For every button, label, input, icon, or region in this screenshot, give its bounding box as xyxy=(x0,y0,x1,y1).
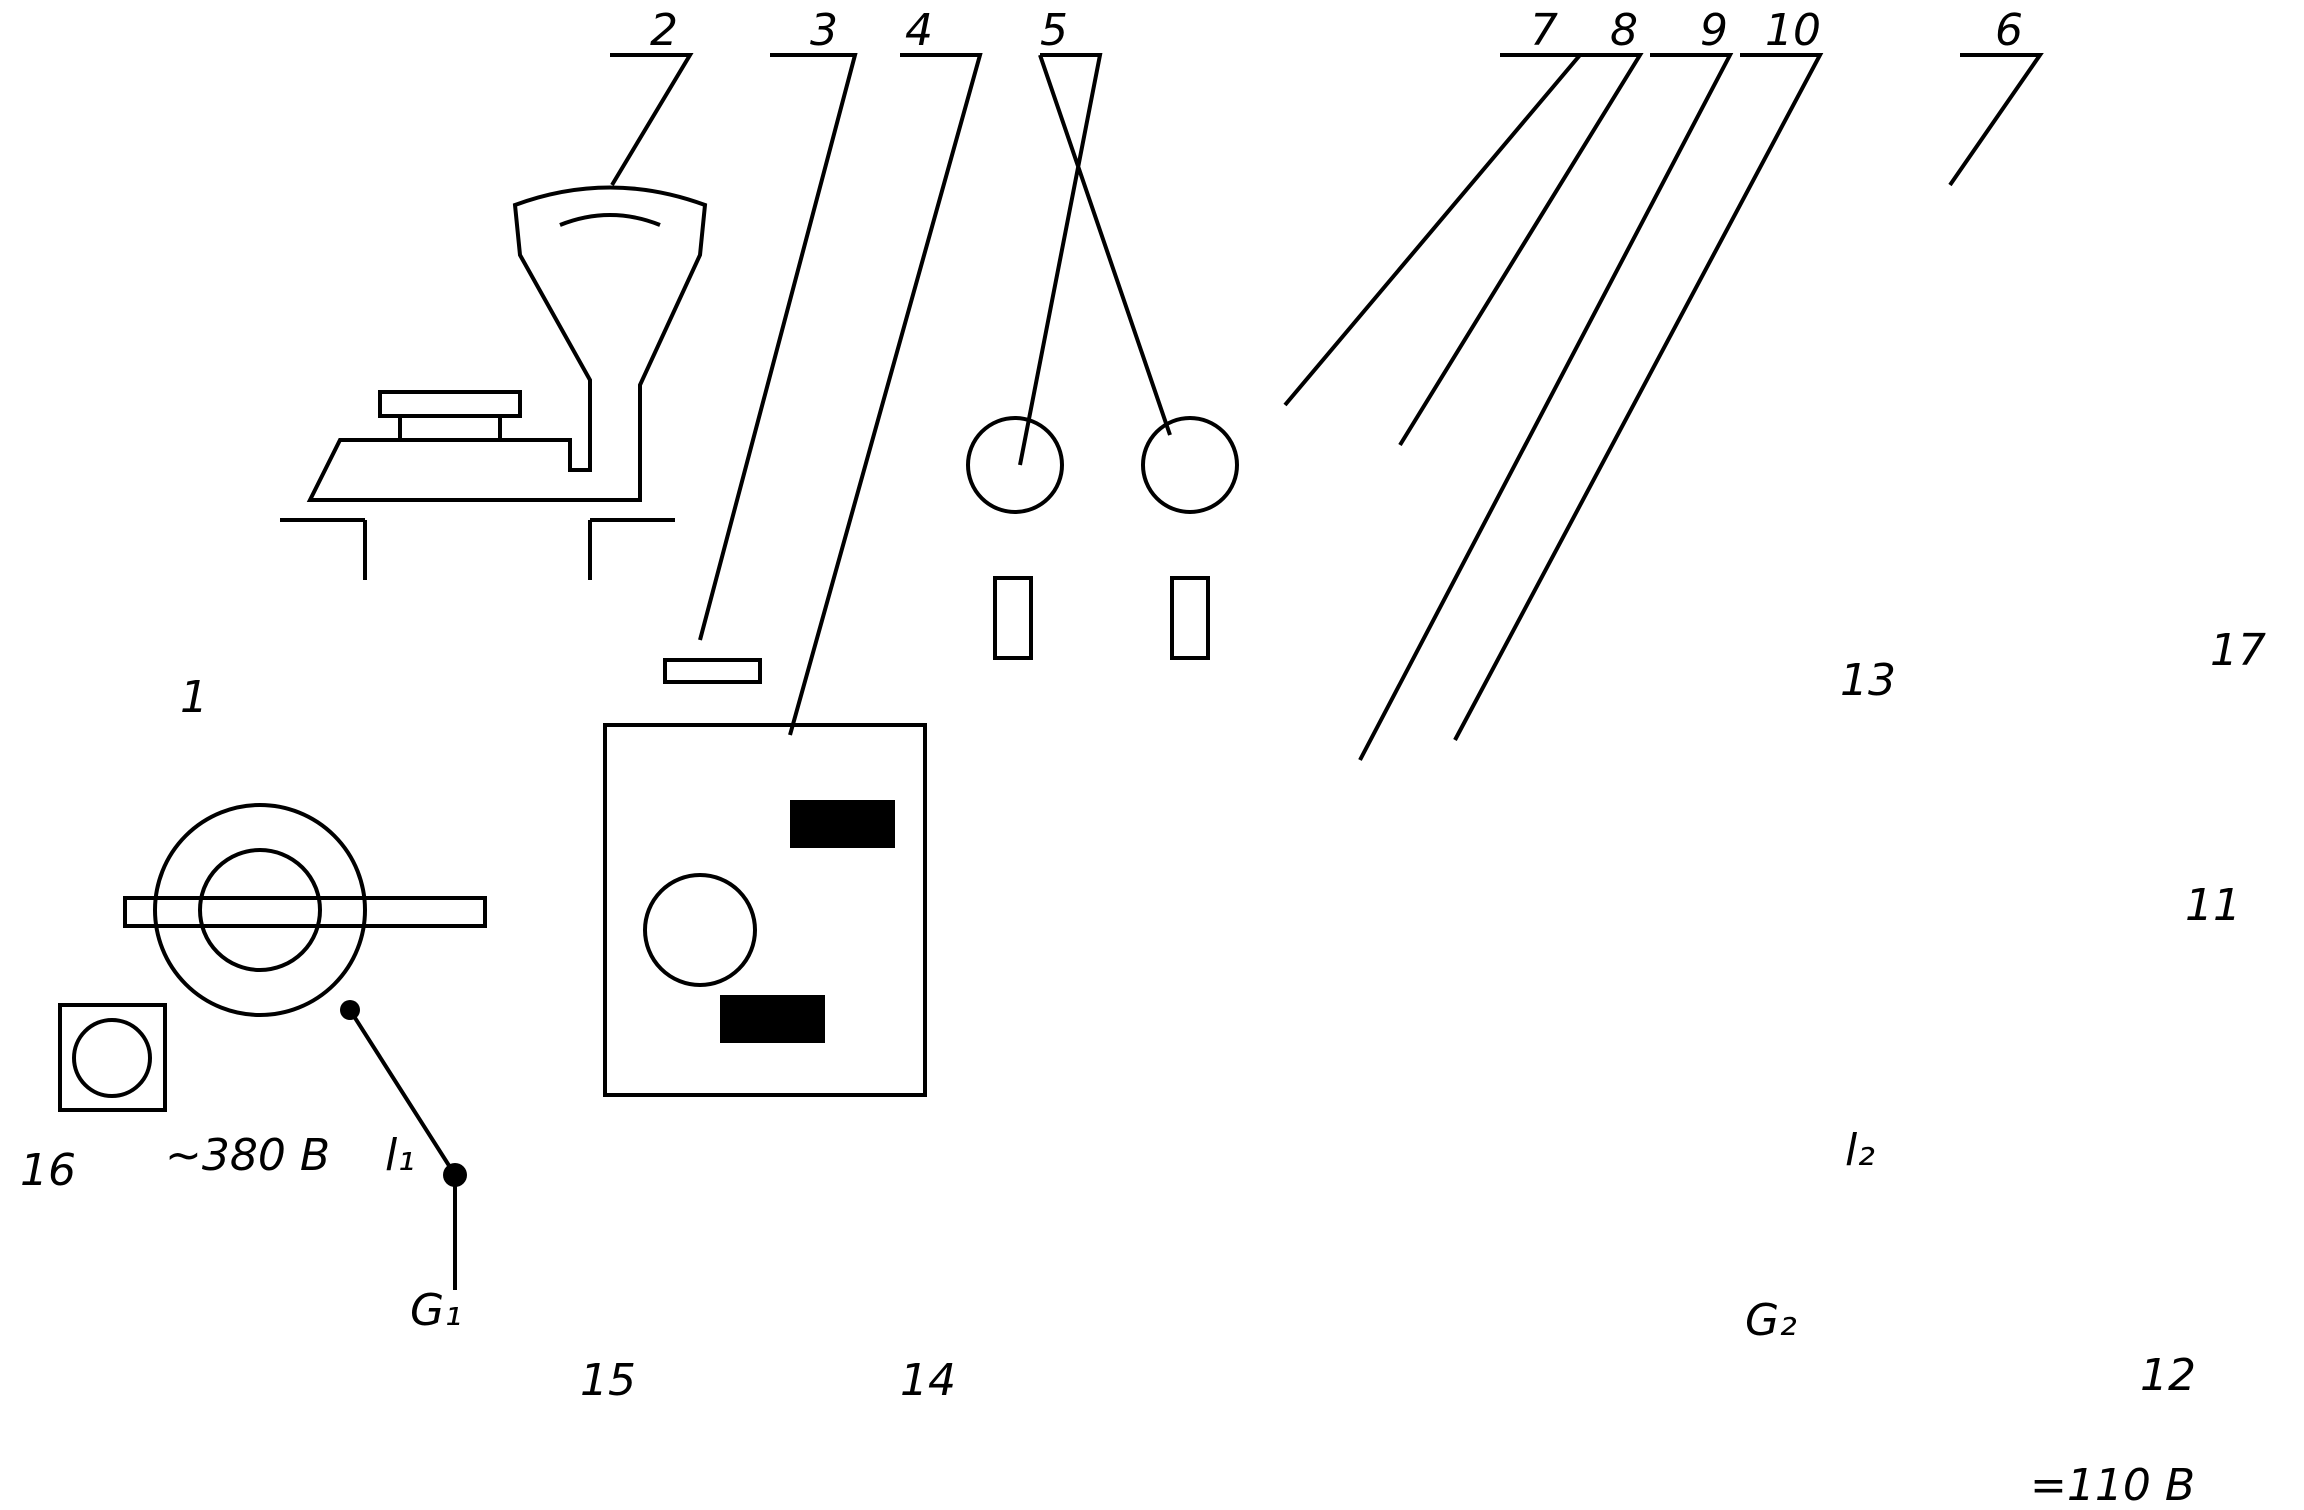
load-g2: G₂ xyxy=(1745,1295,1797,1346)
callout-16: 16 xyxy=(20,1145,76,1196)
callout-17: 17 xyxy=(2210,625,2266,676)
supply-110v: =110 В xyxy=(2030,1460,2195,1510)
motor-1 xyxy=(58,803,487,1290)
arm-l2: l₂ xyxy=(1845,1125,1875,1176)
callout-13: 13 xyxy=(1840,655,1896,706)
labels: 2 3 4 5 7 8 9 10 6 1 16 ~380 В G₁ l₁ 15 … xyxy=(20,5,2266,1510)
callout-9: 9 xyxy=(1700,5,1728,56)
callout-10: 10 xyxy=(1765,5,1821,56)
callout-11: 11 xyxy=(2185,880,2241,931)
callout-15: 15 xyxy=(580,1355,636,1406)
callout-5: 5 xyxy=(1040,5,1068,56)
callout-6: 6 xyxy=(1995,5,2023,56)
callout-14: 14 xyxy=(900,1355,956,1406)
pump-block-4 xyxy=(603,658,927,1097)
callout-8: 8 xyxy=(1610,5,1638,56)
gauges-5 xyxy=(966,416,1239,660)
callout-4: 4 xyxy=(905,5,933,56)
callout-3: 3 xyxy=(810,5,838,56)
scale-2 xyxy=(280,185,708,580)
load-g1: G₁ xyxy=(410,1285,462,1336)
arm-l1: l₁ xyxy=(385,1130,415,1181)
callout-2: 2 xyxy=(650,5,678,56)
top-leaders xyxy=(610,53,2044,761)
callout-12: 12 xyxy=(2140,1350,2196,1401)
supply-380v: ~380 В xyxy=(165,1130,330,1181)
callout-7: 7 xyxy=(1530,5,1558,56)
callout-1: 1 xyxy=(180,672,208,723)
